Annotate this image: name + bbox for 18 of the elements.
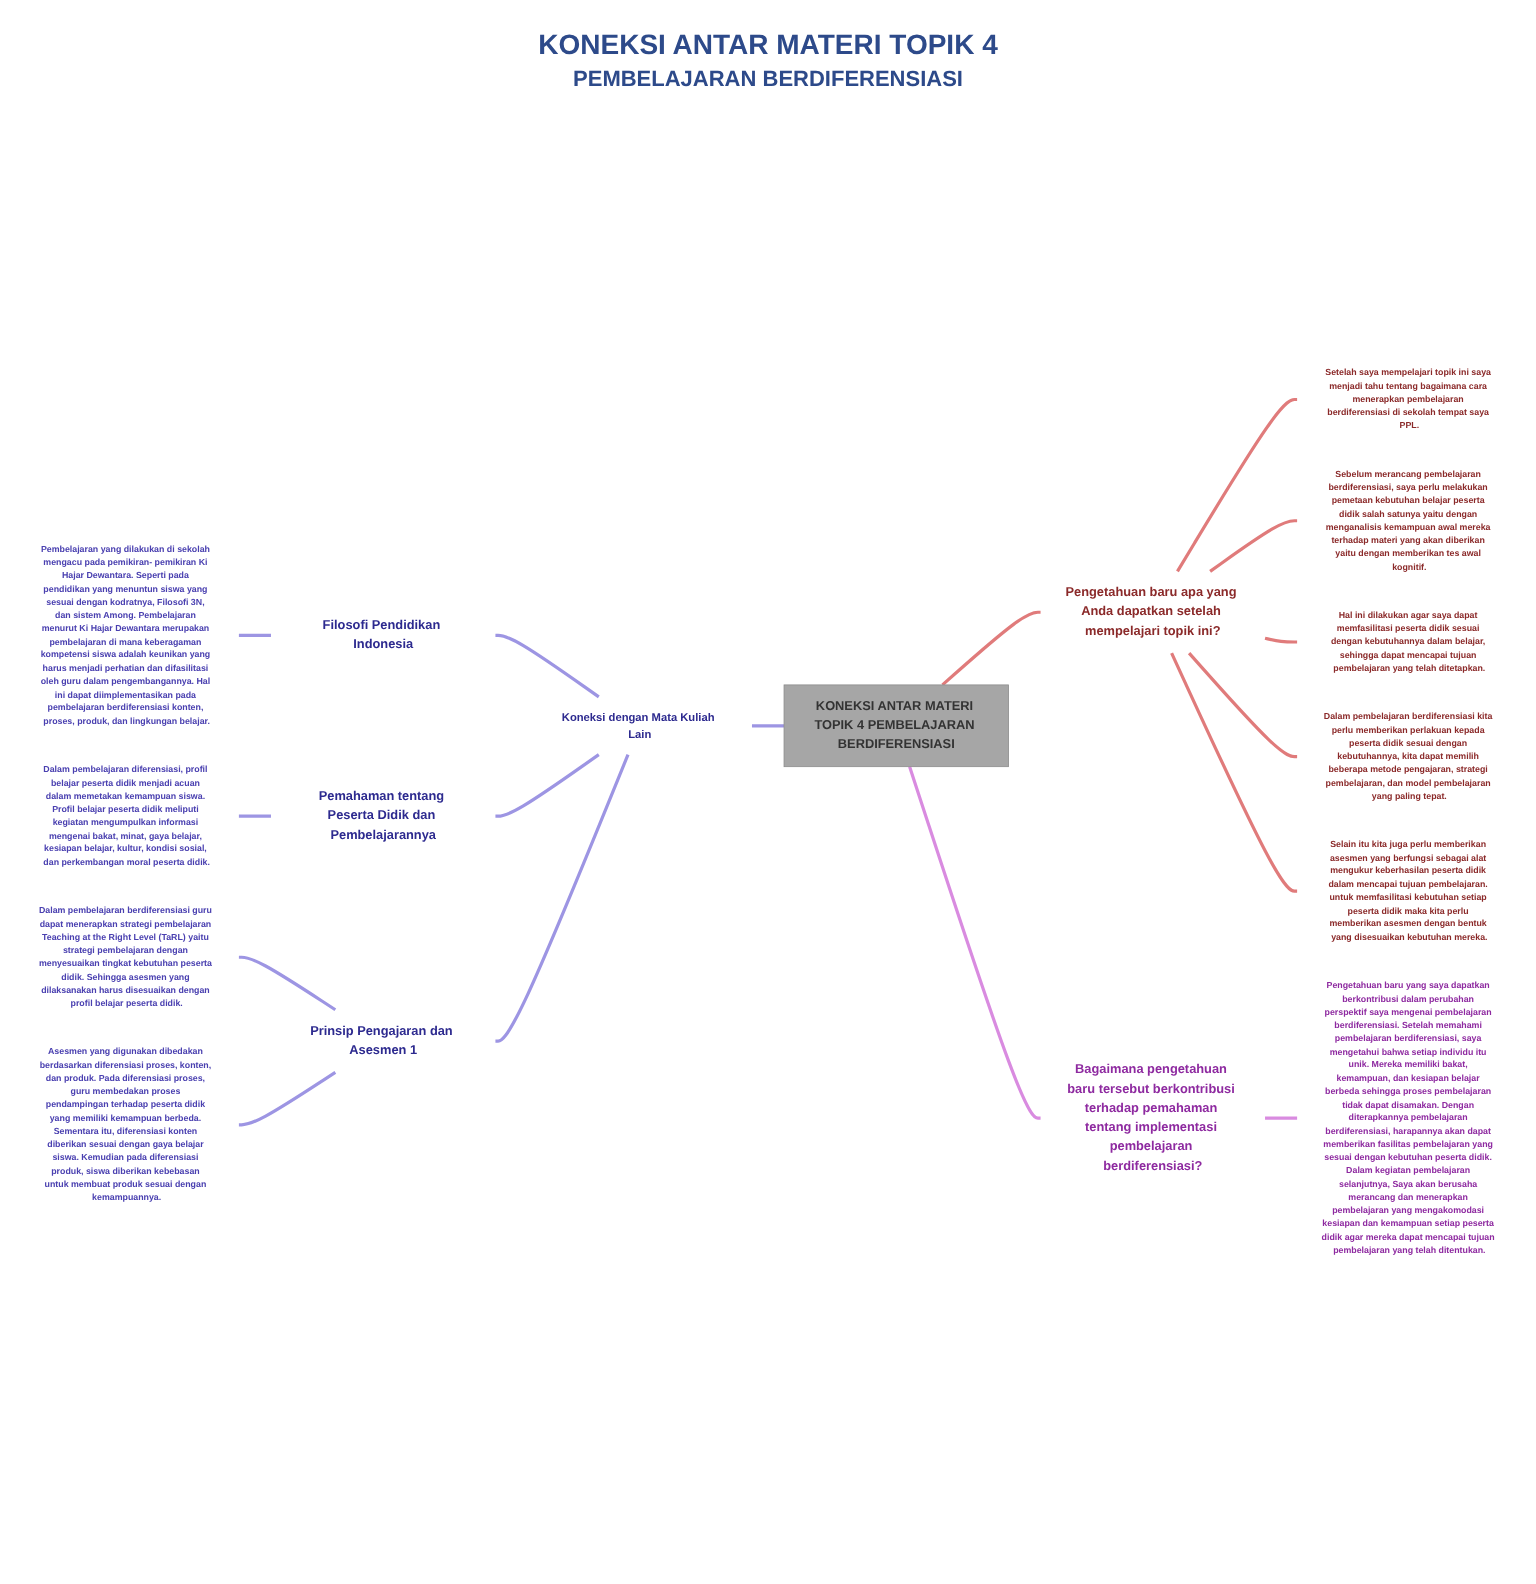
connector <box>495 634 600 699</box>
connector <box>1187 652 1298 759</box>
connector <box>238 814 271 818</box>
connector <box>238 1071 337 1127</box>
subtitle: PEMBELAJARAN BERDIFERENSIASI <box>571 68 965 92</box>
connector <box>238 955 337 1012</box>
connector <box>495 753 600 818</box>
title: KONEKSI ANTAR MATERI TOPIK 4 <box>536 28 1000 60</box>
connector <box>908 766 1041 1121</box>
connector <box>1209 519 1298 573</box>
connector <box>1264 636 1298 644</box>
connector <box>751 724 785 728</box>
connector <box>1170 652 1298 893</box>
connector <box>941 610 1041 687</box>
connector <box>238 634 271 638</box>
connector <box>1176 398 1298 573</box>
connector <box>1265 1116 1298 1121</box>
connector <box>495 754 630 1043</box>
